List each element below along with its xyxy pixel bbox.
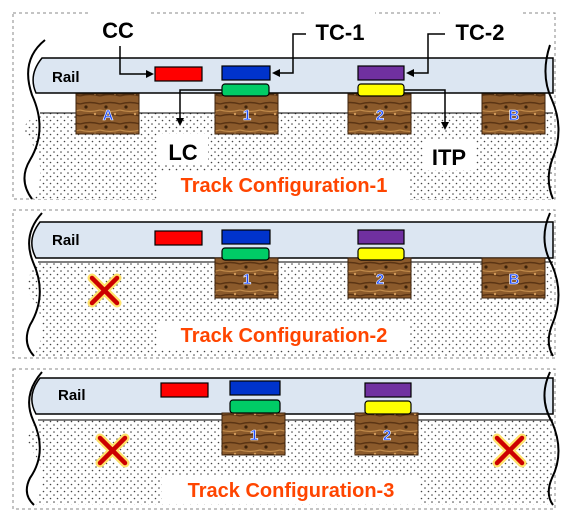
tc2-label-box (440, 12, 520, 46)
tc2-sensor (357, 229, 405, 245)
rail-label: Rail (52, 69, 80, 86)
cc-label: CC (102, 18, 134, 43)
sleeper-label: B (509, 271, 520, 288)
sleeper-label: 2 (376, 271, 384, 288)
left-break-line (25, 212, 43, 357)
title-box (158, 172, 410, 200)
lc-label: LC (168, 140, 197, 165)
tc2-label: TC-2 (456, 20, 505, 45)
sleeper-2: 2 (347, 93, 412, 135)
rail (31, 377, 554, 415)
panel-title: Track Configuration-2 (181, 325, 388, 347)
rail-label: Rail (52, 232, 80, 249)
sleeper-1: 1 (214, 93, 279, 135)
right-break-line (543, 371, 560, 506)
tc1-label-box (305, 12, 375, 46)
rail-label: Rail (58, 387, 86, 404)
cc-label-box (90, 10, 148, 46)
pad-2 (364, 400, 412, 415)
sleeper-2: 2 (347, 257, 412, 299)
panel-2: Rail 1 2 B Track Configuration-2 (12, 209, 560, 359)
sleeper-b: B (481, 93, 546, 135)
tc1-sensor (221, 229, 271, 245)
panel-title: Track Configuration-3 (188, 480, 395, 502)
sleeper-1: 1 (214, 257, 279, 299)
title-box (162, 476, 420, 504)
sleeper-b: B (481, 257, 546, 299)
pad-2 (357, 247, 405, 261)
cc-sensor (154, 66, 203, 82)
panel-3: Rail 1 2 Track Configuration-3 (12, 368, 560, 510)
cc-arrow (119, 46, 154, 78)
sleeper-1: 1 (221, 412, 286, 456)
sleeper-label: 1 (243, 107, 251, 124)
itp-arrow (404, 89, 449, 130)
tc1-sensor (229, 380, 281, 396)
lc-label-box (158, 134, 208, 164)
sleeper-label: 2 (383, 427, 391, 444)
ballast (27, 420, 554, 505)
lc-arrow (176, 89, 222, 126)
tc1-label: TC-1 (316, 20, 365, 45)
removed-sleeper-marker (87, 273, 122, 308)
pad-1 (221, 83, 270, 97)
tc2-sensor (364, 382, 412, 398)
panel-border (12, 368, 556, 510)
pad-1 (229, 399, 281, 414)
left-break-line (23, 39, 46, 200)
itp-label-box (423, 140, 475, 170)
tc1-sensor (221, 65, 271, 81)
panel-1: Rail A 1 2 B CC TC-1 TC-2 (12, 10, 560, 200)
sleeper-label: A (103, 107, 114, 124)
removed-sleeper-marker (95, 433, 130, 468)
pad-1 (221, 247, 270, 261)
cc-sensor (160, 382, 209, 398)
tc2-sensor (357, 65, 405, 81)
panel-title: Track Configuration-1 (181, 175, 388, 197)
sleeper-label: B (509, 107, 520, 124)
itp-label: ITP (432, 145, 466, 170)
left-break-line (25, 371, 43, 506)
sleeper-label: 1 (250, 427, 258, 444)
sleeper-label: 2 (376, 107, 384, 124)
cc-sensor (154, 230, 203, 246)
tc1-arrow (272, 33, 306, 77)
tc2-arrow (406, 33, 445, 77)
removed-sleeper-marker (492, 433, 527, 468)
pad-2 (357, 83, 405, 97)
right-break-line (543, 212, 560, 357)
sleeper-a: A (75, 93, 140, 135)
right-break-line (544, 44, 560, 200)
sleeper-label: 1 (243, 271, 251, 288)
ballast (24, 113, 553, 199)
title-box (158, 322, 410, 350)
rail (31, 221, 554, 259)
panel-border (12, 209, 556, 359)
sleeper-2: 2 (354, 412, 419, 456)
